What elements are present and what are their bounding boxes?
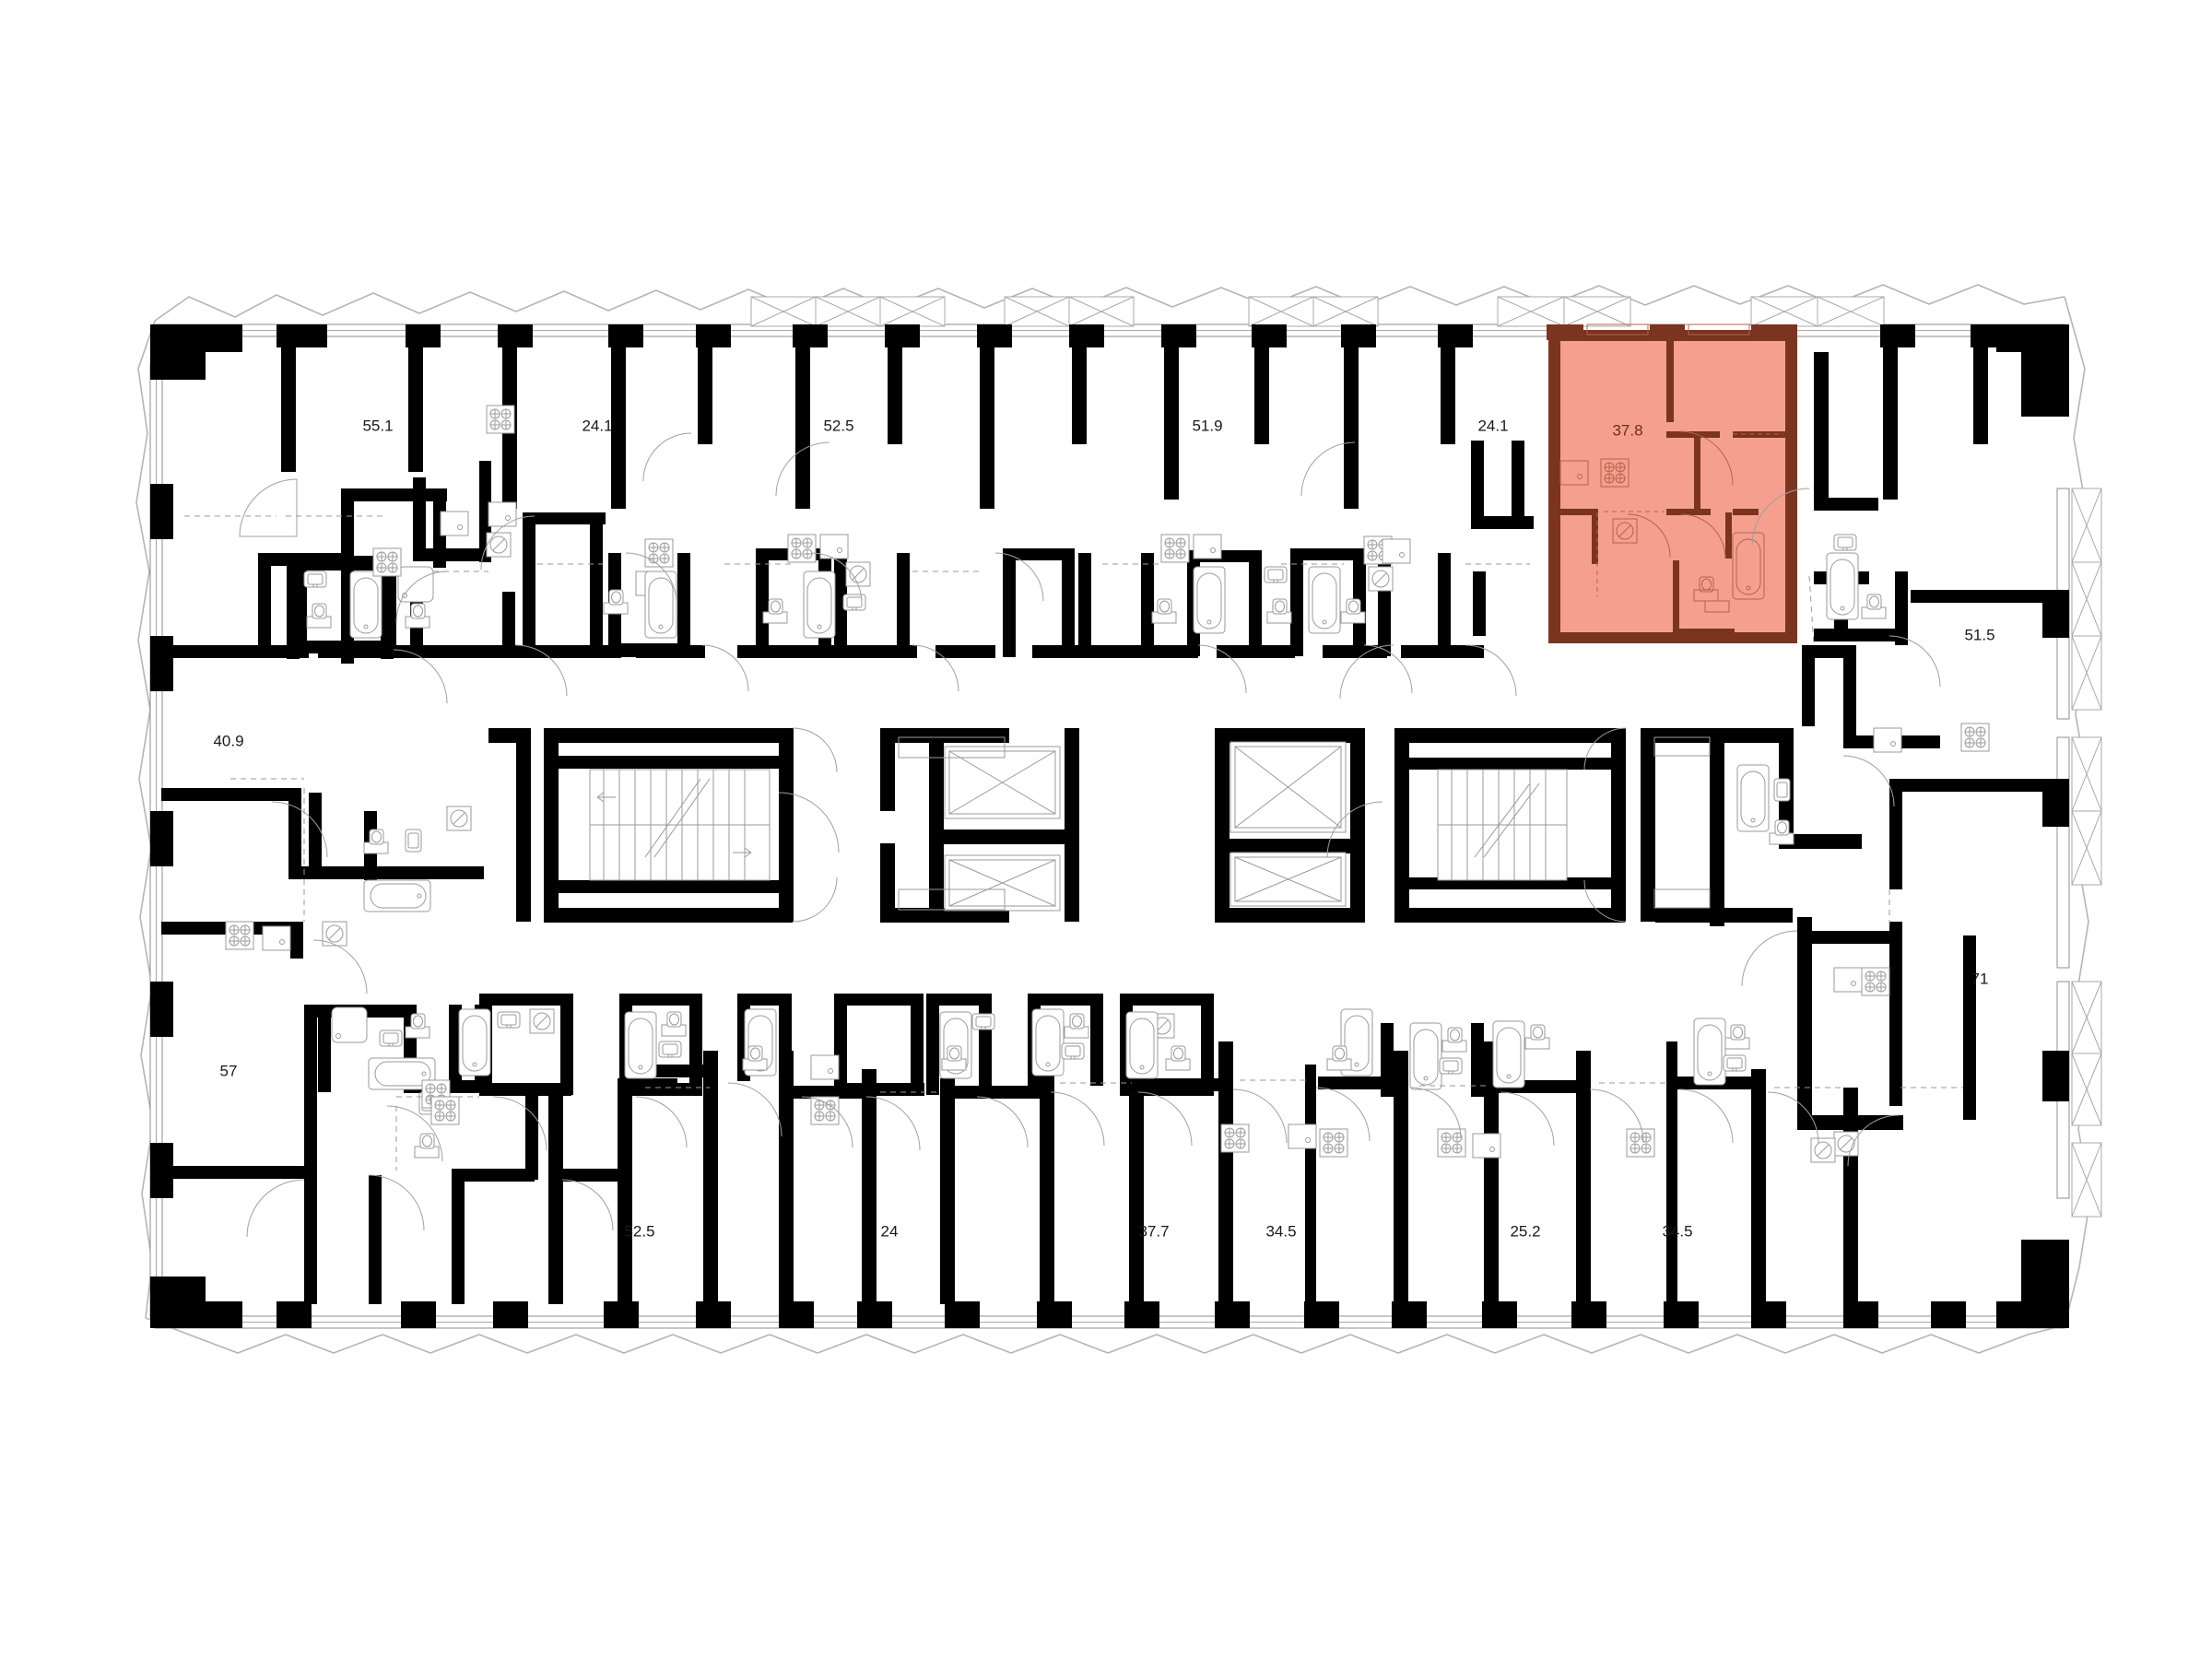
bathtub-icon	[1308, 566, 1341, 634]
lobby-bench	[898, 736, 1711, 911]
stove-icon	[644, 538, 674, 568]
sink-icon	[1439, 1057, 1463, 1075]
sink-icon	[1264, 566, 1288, 583]
apartment-area-label: 52.5	[624, 1222, 654, 1240]
bathtub-icon	[349, 571, 382, 639]
stove-icon	[1626, 1128, 1655, 1158]
stove-icon	[1220, 1124, 1250, 1153]
sink-icon	[440, 511, 469, 536]
right-balcony-panels	[2071, 488, 2102, 1218]
sink-icon	[1288, 1124, 1317, 1149]
stair-icon	[1437, 769, 1568, 881]
bathtub-icon	[363, 879, 431, 912]
area-labels: 55.1 24.1 52.5 51.9 24.1 51.5 71 40.9 57…	[213, 417, 1994, 1240]
sink-icon	[1873, 727, 1902, 753]
stove-icon	[1437, 1128, 1466, 1158]
bathtub-icon	[1826, 552, 1859, 620]
elevator-shaft-icon	[1230, 852, 1347, 907]
sink-icon	[262, 925, 291, 951]
sink-icon	[810, 1054, 840, 1080]
apartment-area-label: 24.1	[582, 417, 612, 434]
sink-icon	[1773, 778, 1791, 802]
washing-machine-icon	[845, 561, 871, 587]
stove-icon	[1160, 534, 1190, 563]
bathtub-icon	[803, 571, 836, 639]
apartment-area-label: 24.1	[1477, 417, 1508, 434]
stove-icon	[1319, 1128, 1348, 1158]
stove-icon	[787, 534, 817, 563]
sink-icon	[303, 571, 327, 588]
apartment-area-label: 24	[881, 1222, 899, 1240]
washing-machine-icon	[486, 532, 512, 558]
stove-icon	[810, 1096, 840, 1125]
sink-icon	[971, 1013, 995, 1030]
elevator-shaft-icon	[944, 746, 1061, 819]
sink-icon	[1472, 1133, 1501, 1159]
apartment-area-label: 55.1	[362, 417, 393, 434]
apartment-area-label: 34.5	[1662, 1222, 1692, 1240]
elevator-shaft-icon	[1230, 741, 1347, 833]
bathtub-icon	[1031, 1008, 1065, 1077]
stove-icon	[1960, 723, 1990, 752]
sink-icon	[1833, 967, 1863, 993]
bathtub-icon	[1492, 1020, 1525, 1088]
washing-machine-icon	[322, 921, 347, 947]
bathtub-icon	[1125, 1011, 1159, 1079]
washing-machine-icon	[1833, 1131, 1859, 1157]
bathtub-icon	[1736, 764, 1770, 832]
apartment-area-label: 34.5	[1265, 1222, 1296, 1240]
stove-icon	[225, 921, 254, 950]
elevator-shaft-icon	[944, 854, 1061, 912]
washing-machine-icon	[529, 1008, 555, 1034]
apartment-area-label: 25.2	[1510, 1222, 1540, 1240]
top-balcony-panels	[750, 296, 1885, 327]
door-swings	[239, 432, 1941, 1238]
stair-icon	[589, 769, 771, 881]
washing-machine-icon	[1368, 566, 1394, 592]
sink-icon	[379, 1030, 403, 1047]
sink-icon	[1833, 534, 1857, 551]
apartment-area-label: 51.5	[1964, 626, 1994, 643]
dashed-alignment-lines	[184, 515, 1963, 1171]
sink-icon	[1193, 534, 1222, 559]
sink-icon	[497, 1011, 521, 1029]
apartment-area-label: 57	[220, 1062, 238, 1079]
sink-icon	[1061, 1042, 1085, 1060]
bathtub-icon	[1693, 1018, 1726, 1086]
stove-icon	[1861, 967, 1890, 996]
washing-machine-icon	[1810, 1137, 1836, 1163]
highlighted-apartment[interactable]: 37.8	[1547, 324, 1797, 643]
bathtub-icon	[1409, 1022, 1442, 1090]
sink-icon	[658, 1041, 682, 1058]
apartment-area-label: 37.8	[1612, 421, 1642, 439]
apartment-area-label: 52.5	[823, 417, 853, 434]
bathtub-icon	[1193, 566, 1226, 634]
bathtub-icon	[458, 1008, 491, 1077]
stove-icon	[372, 547, 402, 577]
apartment-area-label: 51.9	[1192, 417, 1222, 434]
washing-machine-icon	[446, 806, 472, 831]
apartment-area-label: 40.9	[213, 732, 243, 749]
sink-icon	[1723, 1054, 1747, 1072]
stove-icon	[430, 1096, 460, 1125]
bathtub-icon	[624, 1011, 657, 1079]
sink-icon	[488, 501, 517, 527]
apartment-area-label: 71	[1971, 970, 1989, 987]
core-stairs-elevators	[589, 736, 1711, 912]
sink-icon	[405, 829, 422, 853]
stove-icon	[486, 405, 515, 434]
apartment-area-label: 37.7	[1138, 1222, 1169, 1240]
shower-icon	[331, 1006, 368, 1043]
sink-icon	[1382, 538, 1411, 564]
